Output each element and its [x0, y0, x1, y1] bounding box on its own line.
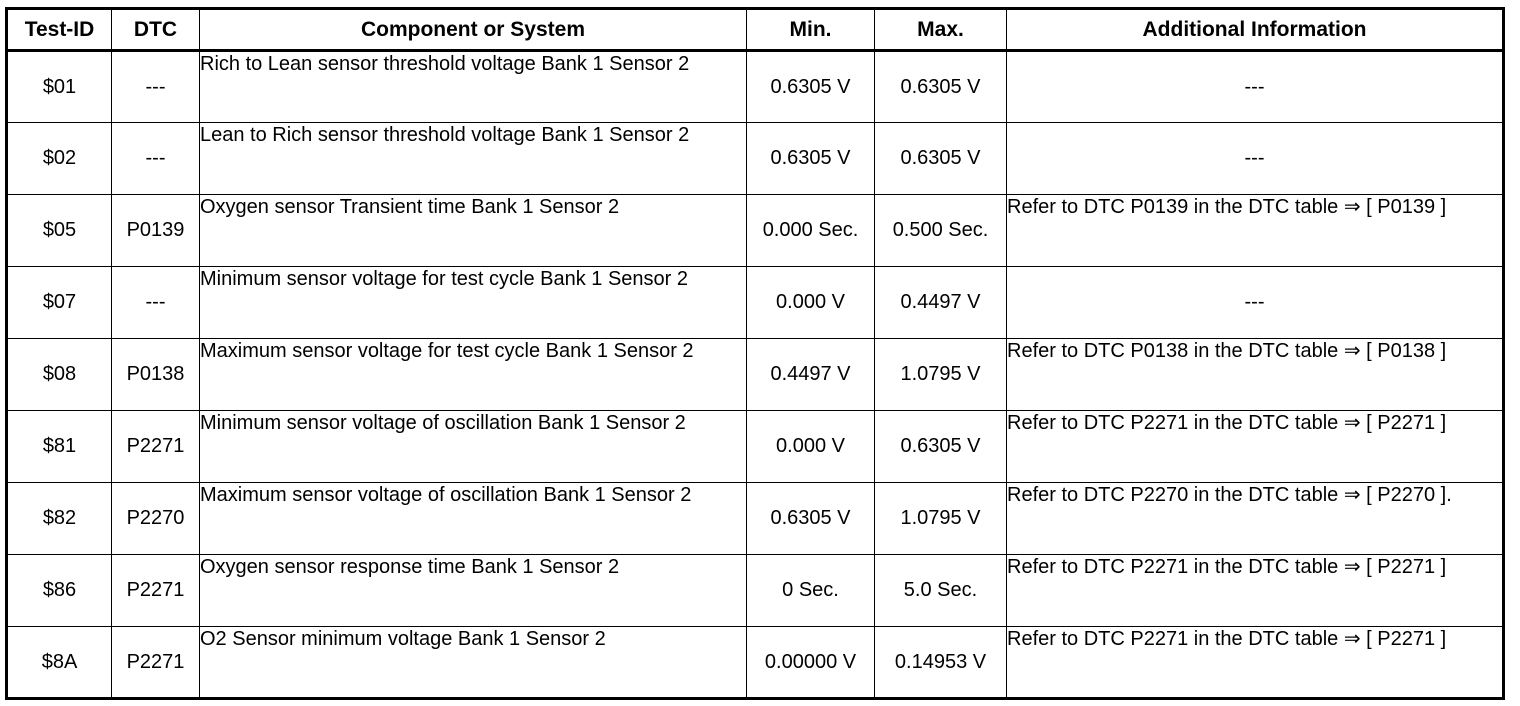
column-header-max: Max.	[874, 8, 1007, 52]
cell-max: 0.6305 V	[874, 122, 1007, 195]
cell-test-id: $02	[6, 122, 112, 195]
cell-test-id: $05	[6, 194, 112, 267]
cell-test-id: $01	[6, 50, 112, 123]
cell-additional-information: Refer to DTC P2271 in the DTC table ⇒ [ …	[1006, 626, 1504, 699]
table-row: $07---Minimum sensor voltage for test cy…	[6, 266, 1504, 339]
cell-min: 0.6305 V	[746, 482, 875, 555]
cell-additional-information: Refer to DTC P2271 in the DTC table ⇒ [ …	[1006, 554, 1504, 627]
cell-test-id: $81	[6, 410, 112, 483]
cell-component: Minimum sensor voltage for test cycle Ba…	[199, 266, 747, 339]
cell-test-id: $82	[6, 482, 112, 555]
column-header-min: Min.	[746, 8, 875, 52]
header-row: Test-ID DTC Component or System Min. Max…	[6, 8, 1504, 52]
cell-component: Maximum sensor voltage of oscillation Ba…	[199, 482, 747, 555]
cell-component: O2 Sensor minimum voltage Bank 1 Sensor …	[199, 626, 747, 699]
cell-dtc: P0138	[111, 338, 200, 411]
cell-dtc: P2271	[111, 554, 200, 627]
cell-component: Oxygen sensor response time Bank 1 Senso…	[199, 554, 747, 627]
cell-max: 0.500 Sec.	[874, 194, 1007, 267]
cell-component: Rich to Lean sensor threshold voltage Ba…	[199, 50, 747, 123]
cell-dtc: ---	[111, 266, 200, 339]
table-body: $01---Rich to Lean sensor threshold volt…	[6, 50, 1504, 699]
cell-additional-information: ---	[1006, 122, 1504, 195]
cell-component: Maximum sensor voltage for test cycle Ba…	[199, 338, 747, 411]
cell-min: 0.4497 V	[746, 338, 875, 411]
cell-additional-information: ---	[1006, 266, 1504, 339]
cell-test-id: $86	[6, 554, 112, 627]
table-row: $01---Rich to Lean sensor threshold volt…	[6, 50, 1504, 123]
cell-min: 0.6305 V	[746, 50, 875, 123]
cell-test-id: $8A	[6, 626, 112, 699]
cell-test-id: $08	[6, 338, 112, 411]
cell-max: 0.14953 V	[874, 626, 1007, 699]
cell-min: 0 Sec.	[746, 554, 875, 627]
cell-additional-information: Refer to DTC P2270 in the DTC table ⇒ [ …	[1006, 482, 1504, 555]
cell-dtc: P2270	[111, 482, 200, 555]
cell-max: 1.0795 V	[874, 338, 1007, 411]
cell-dtc: ---	[111, 50, 200, 123]
cell-component: Minimum sensor voltage of oscillation Ba…	[199, 410, 747, 483]
table-header: Test-ID DTC Component or System Min. Max…	[6, 8, 1504, 52]
cell-additional-information: Refer to DTC P2271 in the DTC table ⇒ [ …	[1006, 410, 1504, 483]
column-header-test-id: Test-ID	[6, 8, 112, 52]
cell-min: 0.000 V	[746, 266, 875, 339]
column-header-dtc: DTC	[111, 8, 200, 52]
cell-max: 0.4497 V	[874, 266, 1007, 339]
table-row: $02---Lean to Rich sensor threshold volt…	[6, 122, 1504, 195]
cell-dtc: P2271	[111, 626, 200, 699]
cell-test-id: $07	[6, 266, 112, 339]
cell-additional-information: Refer to DTC P0138 in the DTC table ⇒ [ …	[1006, 338, 1504, 411]
cell-max: 5.0 Sec.	[874, 554, 1007, 627]
cell-dtc: ---	[111, 122, 200, 195]
column-header-component: Component or System	[199, 8, 747, 52]
cell-min: 0.00000 V	[746, 626, 875, 699]
cell-min: 0.000 Sec.	[746, 194, 875, 267]
cell-component: Lean to Rich sensor threshold voltage Ba…	[199, 122, 747, 195]
cell-max: 0.6305 V	[874, 50, 1007, 123]
cell-min: 0.6305 V	[746, 122, 875, 195]
cell-dtc: P0139	[111, 194, 200, 267]
cell-additional-information: Refer to DTC P0139 in the DTC table ⇒ [ …	[1006, 194, 1504, 267]
cell-additional-information: ---	[1006, 50, 1504, 123]
cell-max: 0.6305 V	[874, 410, 1007, 483]
obd-test-results-table: Test-ID DTC Component or System Min. Max…	[5, 7, 1505, 700]
cell-max: 1.0795 V	[874, 482, 1007, 555]
column-header-additional-information: Additional Information	[1006, 8, 1504, 52]
cell-dtc: P2271	[111, 410, 200, 483]
cell-component: Oxygen sensor Transient time Bank 1 Sens…	[199, 194, 747, 267]
cell-min: 0.000 V	[746, 410, 875, 483]
